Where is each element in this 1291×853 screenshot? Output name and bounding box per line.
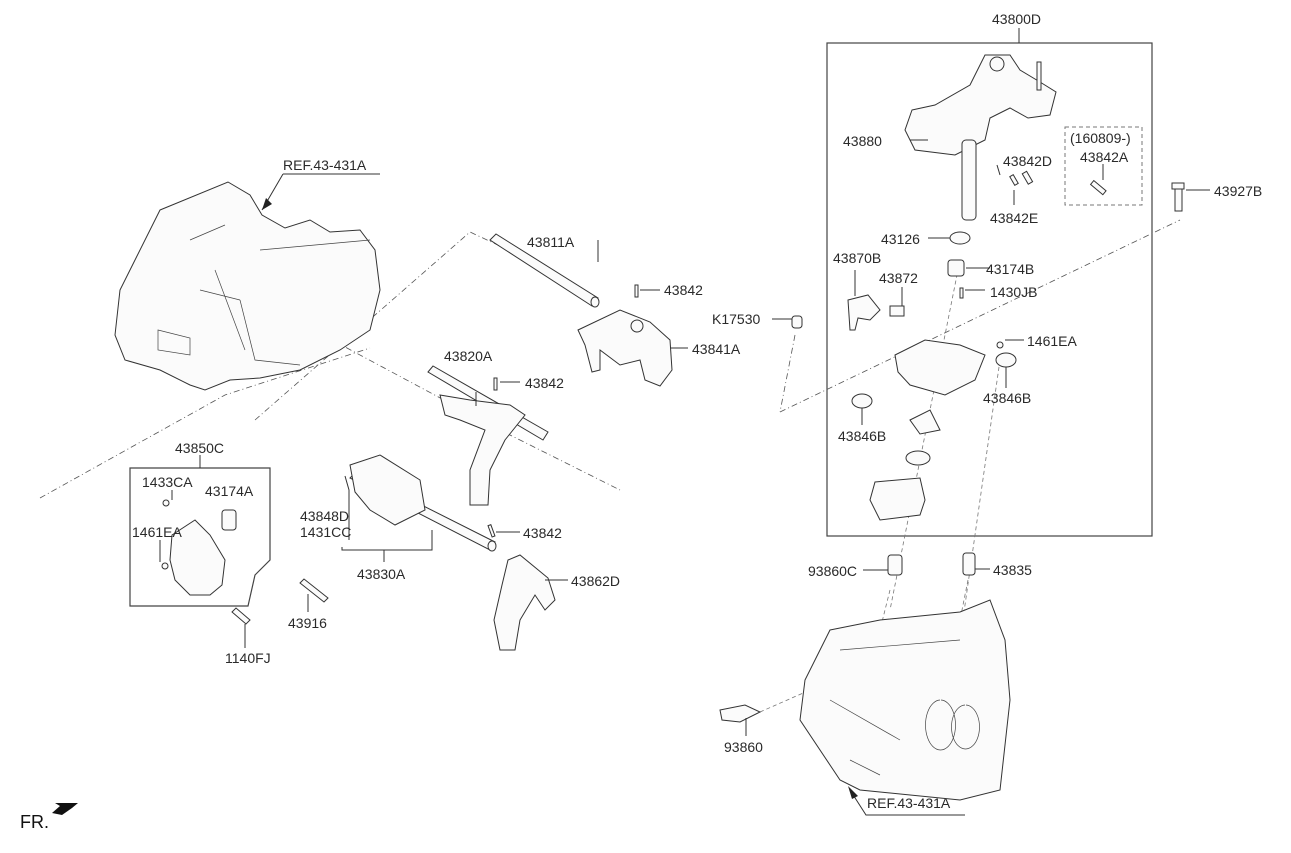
label-43927B: 43927B (1214, 183, 1263, 199)
label-1140FJ: 1140FJ (225, 650, 271, 666)
pin-43872 (889, 305, 905, 317)
ref-arrow-top (262, 198, 272, 210)
label-43850C: 43850C (175, 440, 225, 456)
shift-fork-43841A (577, 309, 673, 387)
label-43842D: 43842D (1003, 153, 1053, 169)
label-43835: 43835 (993, 562, 1032, 578)
pin-43842-3 (487, 524, 496, 538)
shift-fork-43820A (439, 394, 526, 506)
label-43811A: 43811A (527, 234, 575, 250)
label-43870B: 43870B (833, 250, 882, 266)
switch-93860 (719, 704, 762, 723)
transmission-case-left (114, 181, 381, 391)
assembly-box-43800D (826, 42, 1153, 537)
seal-43126 (949, 231, 971, 245)
front-orientation-label: FR. (20, 812, 49, 832)
label-43842-top: 43842 (664, 282, 703, 298)
leader-lines (159, 139, 1210, 816)
transmission-case-right (799, 599, 1011, 801)
bushing-43174B (947, 259, 965, 277)
bolt-43927B (1171, 182, 1185, 212)
bracket (869, 477, 926, 521)
label-93860: 93860 (724, 739, 763, 755)
label-43126: 43126 (881, 231, 920, 247)
label-43846B-left: 43846B (838, 428, 887, 444)
assembly-box-43850C (129, 467, 271, 607)
return-spring (905, 450, 931, 466)
select-lever-43880 (904, 54, 1057, 221)
label-1431CC: 1431CC (300, 524, 352, 540)
label-43841A: 43841A (692, 341, 741, 357)
plug-K17530 (791, 315, 803, 329)
plunger-43846B-left (851, 393, 873, 409)
lever-43870B (847, 294, 881, 331)
label-1461EA-right: 1461EA (1027, 333, 1077, 349)
plunger-43846B-right (995, 352, 1017, 368)
label-1461EA-left: 1461EA (132, 524, 182, 540)
label-1430JB: 1430JB (990, 284, 1038, 300)
label-43842A: 43842A (1080, 149, 1129, 165)
label-43842-middle: 43842 (525, 375, 564, 391)
label-43846B-right: 43846B (983, 390, 1032, 406)
label-43800D: 43800D (992, 11, 1042, 27)
label-K17530: K17530 (712, 311, 761, 327)
label-43848D: 43848D (300, 508, 350, 524)
ref-label-bottom: REF.43-431A (867, 795, 951, 811)
control-housing (894, 339, 986, 396)
label-43880: 43880 (843, 133, 882, 149)
pin-43842D (1021, 170, 1034, 185)
shift-rail-43811A (489, 233, 600, 308)
shift-fork-43862D (493, 554, 556, 651)
ref-arrow-bottom (848, 786, 858, 799)
pin-1430JB (959, 287, 964, 299)
label-43830A: 43830A (357, 566, 406, 582)
label-93860C: 93860C (808, 563, 858, 579)
pin-43842-2 (493, 377, 498, 391)
label-43916: 43916 (288, 615, 327, 631)
pin-43842E (1009, 173, 1019, 187)
label-variant-date: (160809-) (1070, 130, 1131, 146)
clip-1461EA (996, 341, 1004, 349)
plug-43835 (962, 552, 976, 576)
pin-43842A (1089, 179, 1107, 196)
front-direction-arrow-icon (52, 803, 78, 815)
label-43820A: 43820A (444, 348, 493, 364)
shift-lever-43850C (161, 499, 237, 596)
label-43862D: 43862D (571, 573, 621, 589)
label-43174B: 43174B (986, 261, 1035, 277)
pin-43842-1 (634, 284, 639, 298)
variant-box-160809 (1064, 126, 1143, 206)
switch-93860C (887, 554, 903, 576)
shift-lug-43848D (349, 454, 426, 526)
bolt-1140FJ (231, 607, 251, 625)
stud-43916 (299, 578, 329, 603)
label-43842-bottom: 43842 (523, 525, 562, 541)
label-43842E: 43842E (990, 210, 1039, 226)
label-43872: 43872 (879, 270, 918, 286)
label-1433CA: 1433CA (142, 474, 193, 490)
ref-label-top: REF.43-431A (283, 157, 367, 173)
cam-plate (909, 409, 941, 435)
label-43174A: 43174A (205, 483, 254, 499)
